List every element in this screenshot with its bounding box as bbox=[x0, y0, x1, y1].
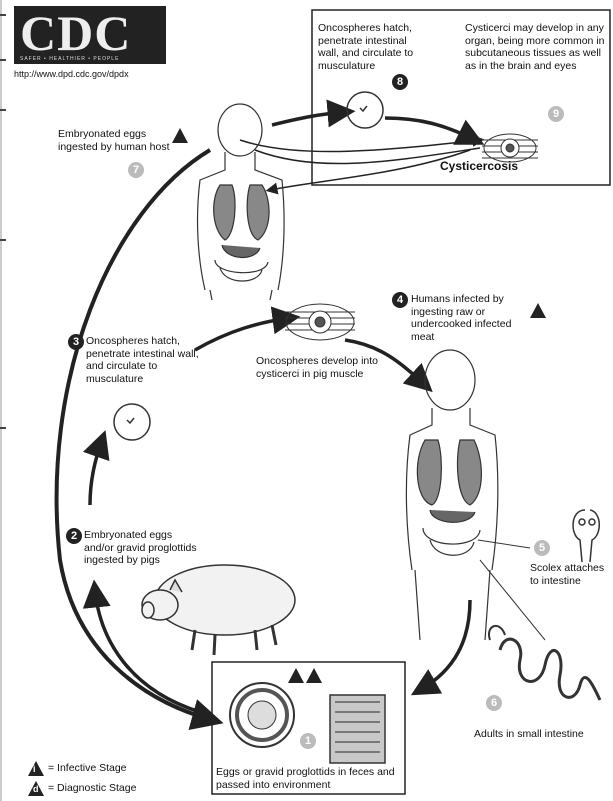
legend-infective-mark: i bbox=[33, 764, 36, 774]
step-4-label: Humans infected by ingesting raw or unde… bbox=[411, 293, 531, 343]
cdc-logo-tagline: SAFER • HEALTHIER • PEOPLE bbox=[20, 56, 119, 62]
gravid-proglottid-drawing bbox=[330, 695, 385, 763]
diagnostic-stage-icon bbox=[306, 668, 322, 683]
step-6-number: 6 bbox=[486, 695, 502, 711]
step-1-number: 1 bbox=[300, 733, 316, 749]
infective-stage-icon bbox=[172, 128, 188, 143]
human-figure-top bbox=[198, 104, 285, 300]
step-3-label: Oncospheres hatch, penetrate intestinal … bbox=[86, 335, 204, 385]
step-5-number: 5 bbox=[534, 540, 550, 556]
cdc-logo: CDC SAFER • HEALTHIER • PEOPLE bbox=[14, 6, 166, 64]
legend-infective-icon bbox=[28, 761, 44, 776]
step-7-number: 7 bbox=[128, 162, 144, 178]
egg-drawing bbox=[230, 683, 294, 747]
step-2-label: Embryonated eggs and/or gravid proglotti… bbox=[84, 529, 202, 567]
adult-tapeworm-drawing bbox=[489, 626, 600, 700]
step-6-label: Adults in small intestine bbox=[474, 728, 612, 741]
cysticercosis-label: Cysticercosis bbox=[440, 160, 518, 173]
human-figure-bottom bbox=[406, 350, 497, 640]
cdc-logo-text: CDC bbox=[20, 4, 131, 62]
step-9-label: Cysticerci may develop in any organ, bei… bbox=[465, 22, 610, 72]
oncosphere-circle-left bbox=[114, 404, 150, 440]
step-9-number: 9 bbox=[548, 106, 564, 122]
step-3b-label: Oncospheres develop into cysticerci in p… bbox=[256, 355, 416, 380]
step-1-label: Eggs or gravid proglottids in feces and … bbox=[216, 766, 404, 791]
step-4-number: 4 bbox=[392, 292, 408, 308]
oncosphere-circle-top bbox=[347, 92, 383, 128]
legend-diagnostic-label: = Diagnostic Stage bbox=[48, 782, 136, 795]
step-5-label: Scolex attaches to intestine bbox=[530, 562, 612, 587]
infective-stage-icon bbox=[530, 303, 546, 318]
step-2-number: 2 bbox=[66, 528, 82, 544]
step-7-label: Embryonated eggs ingested by human host bbox=[58, 128, 178, 153]
source-url: http://www.dpd.cdc.gov/dpdx bbox=[14, 68, 129, 81]
scolex-drawing bbox=[573, 510, 599, 562]
muscle-cyst-middle bbox=[285, 304, 355, 340]
step-3-number: 3 bbox=[68, 334, 84, 350]
muscle-cyst-top bbox=[482, 134, 538, 162]
step-8-label: Oncospheres hatch, penetrate intestinal … bbox=[318, 22, 428, 72]
legend-diagnostic-mark: d bbox=[33, 784, 39, 794]
pig bbox=[142, 565, 295, 655]
step-8-number: 8 bbox=[392, 74, 408, 90]
legend-infective-label: = Infective Stage bbox=[48, 762, 127, 775]
infective-stage-icon bbox=[288, 668, 304, 683]
